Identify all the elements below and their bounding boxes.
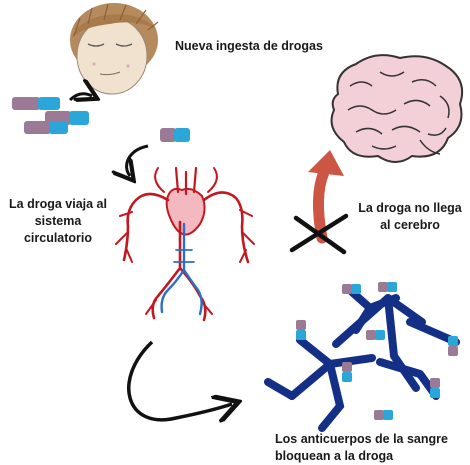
circulatory-system-icon [115, 166, 255, 322]
label-circulation-line: sistema [34, 214, 82, 228]
arrow-to-body [127, 144, 149, 176]
brain-icon [330, 54, 464, 163]
cross-mark-icon [289, 213, 349, 255]
capsule-icon [342, 362, 352, 382]
label-new-intake-text: Nueva ingesta de drogas [175, 39, 323, 53]
label-no-brain: La droga no llega al cerebro [355, 200, 465, 234]
label-circulation-line: La droga viaja al [9, 197, 107, 211]
label-antibodies-line: bloquean a la droga [275, 449, 394, 463]
label-antibodies: Los anticuerpos de la sangre bloquean a … [275, 431, 448, 465]
label-no-brain-line: La droga no llega [358, 201, 462, 215]
capsule-icon [24, 121, 68, 134]
capsule-icon [448, 336, 458, 356]
capsule-icon [430, 378, 440, 398]
arrow-to-brain-head [308, 150, 344, 176]
capsule-icon [378, 282, 397, 292]
label-circulation-line: circulatorio [23, 231, 93, 245]
arrow-to-face [68, 94, 92, 100]
antibody-capsules [296, 282, 458, 420]
capsule-icon [366, 330, 385, 340]
capsule-icon [296, 320, 306, 340]
capsule-icon [160, 128, 190, 142]
label-antibodies-line: Los anticuerpos de la sangre [275, 432, 448, 446]
antibody-cluster [264, 288, 460, 432]
capsule-icon [342, 284, 361, 294]
capsule-group [12, 97, 89, 134]
arrow-to-antibodies [127, 340, 232, 420]
sleeping-face-icon [70, 3, 159, 95]
label-no-brain-line: al cerebro [380, 218, 440, 232]
capsule-icon [374, 410, 393, 420]
label-new-intake: Nueva ingesta de drogas [175, 38, 323, 55]
label-circulation: La droga viaja al sistema circulatorio [2, 196, 114, 247]
capsule-icon [12, 97, 60, 110]
